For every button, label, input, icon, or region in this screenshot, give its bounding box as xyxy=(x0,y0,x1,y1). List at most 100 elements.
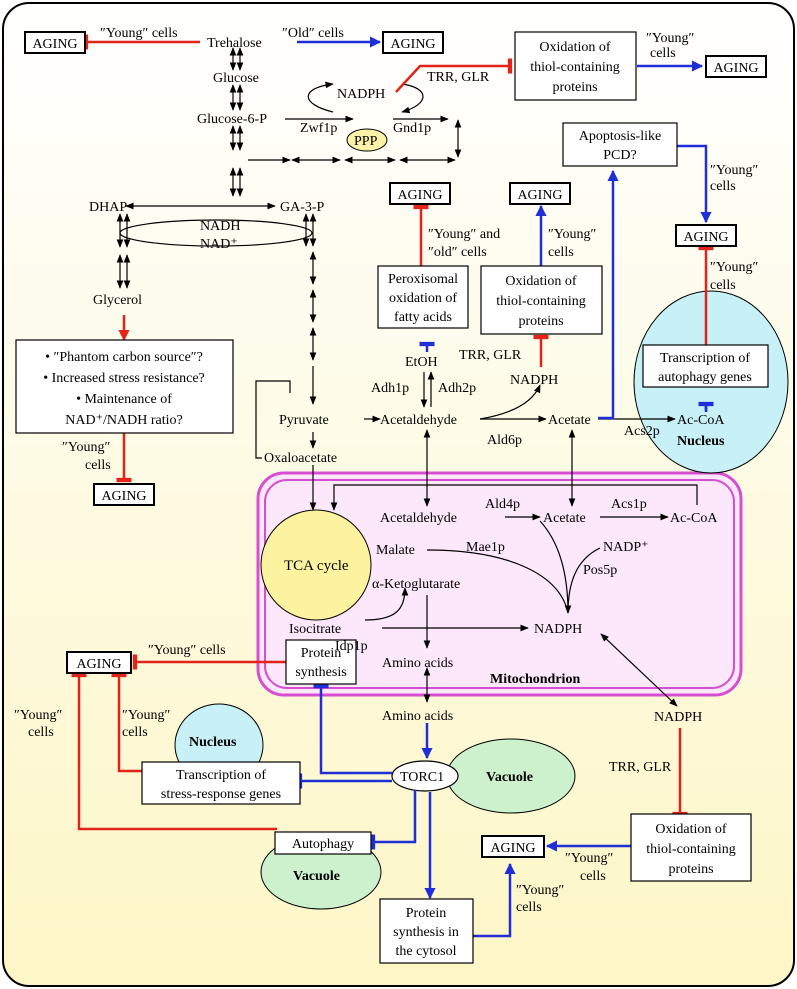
young-label: ″Young″ xyxy=(14,708,63,723)
oxidation-thiol-box-top xyxy=(514,31,637,101)
dhap-label: DHAP xyxy=(89,200,127,215)
acetate-label: Acetate xyxy=(548,413,591,428)
trehalose-label: Trehalose xyxy=(207,36,262,51)
peroxisomal-line: fatty acids xyxy=(394,310,452,325)
ald6p-label: Ald6p xyxy=(487,433,522,448)
transcription-autophagy-box xyxy=(642,344,769,388)
apoptosis-line: Apoptosis-like xyxy=(579,129,661,144)
nucleus-right-label: Nucleus xyxy=(677,434,725,449)
protein-synthesis-cytosol-line: Protein xyxy=(406,906,446,921)
transcription-autophagy-line: Transcription of xyxy=(660,351,750,366)
glycerol-effect-line: • ″Phantom carbon source″? xyxy=(45,350,203,365)
mito-acetaldehyde-label: Acetaldehyde xyxy=(380,511,457,526)
vacuole-right-label: Vacuole xyxy=(486,770,533,785)
glucose-label: Glucose xyxy=(213,71,259,86)
glycerol-label: Glycerol xyxy=(93,293,142,308)
apoptosis-line: PCD? xyxy=(603,148,636,163)
aging-label: AGING xyxy=(397,188,442,203)
transcription-stress-line: stress-response genes xyxy=(161,787,281,802)
aging-label: AGING xyxy=(517,188,562,203)
protein-synthesis-mito-line: synthesis xyxy=(295,665,346,680)
cells-label: cells xyxy=(710,278,736,293)
aging-box-trehalose-old xyxy=(382,31,444,54)
aging-label: AGING xyxy=(713,61,758,76)
trr-glr-labels: TRR, GLR TRR, GLR TRR, GLR xyxy=(427,70,672,775)
glycerol-effect-line: • Increased stress resistance? xyxy=(43,371,205,386)
peroxisomal-box xyxy=(377,265,469,329)
cytosol-nadph-label: NADPH xyxy=(654,710,702,725)
nadp-plus-label: NADP⁺ xyxy=(603,540,649,555)
protein-synthesis-mito-line: Protein xyxy=(301,646,341,661)
peroxisomal-line: Peroxisomal xyxy=(388,272,458,287)
protein-synthesis-cytosol-line: synthesis in xyxy=(393,925,459,940)
alpha-ketoglutarate-label: α-Ketoglutarate xyxy=(372,577,460,592)
compartment-labels: Nucleus Mitochondrion Nucleus Vacuole Va… xyxy=(189,434,725,884)
gnd1p-label: Gnd1p xyxy=(393,121,431,136)
autophagy-box xyxy=(274,831,372,855)
young-label: ″Young″ xyxy=(548,227,597,242)
trr-glr-label: TRR, GLR xyxy=(427,70,490,85)
oxidation-thiol-bottom-line: thiol-containing xyxy=(646,842,735,857)
glycerol-effects-box xyxy=(15,339,234,434)
young-label: ″Young″ xyxy=(646,31,695,46)
acs2p-label: Acs2p xyxy=(624,424,660,439)
vacuole-left-label: Vacuole xyxy=(293,869,340,884)
oxidation-thiol-box-bottom xyxy=(630,813,752,882)
cells-label: cells xyxy=(28,725,54,740)
oxidation-thiol-top-line: Oxidation of xyxy=(539,40,610,55)
aging-box-oxidation-mid xyxy=(509,182,571,205)
oxidation-thiol-bottom-line: proteins xyxy=(668,862,713,877)
pos5p-label: Pos5p xyxy=(583,563,617,578)
oxidation-thiol-top-line: proteins xyxy=(552,80,597,95)
cells-label: cells xyxy=(85,458,111,473)
young-label: ″Young″ xyxy=(710,163,759,178)
transcription-stress-line: Transcription of xyxy=(176,768,266,783)
cells-label: cells xyxy=(710,179,736,194)
mitochondrion-label: Mitochondrion xyxy=(490,672,580,687)
oxidation-thiol-top-line: thiol-containing xyxy=(530,60,619,75)
aging-box-apoptosis xyxy=(675,224,737,247)
cells-label: cells xyxy=(548,245,574,260)
aging-label: AGING xyxy=(490,841,535,856)
malate-label: Malate xyxy=(376,543,415,558)
mito-nadph-label: NADPH xyxy=(534,622,582,637)
cytosol-amino-acids-label: Amino acids xyxy=(382,709,453,724)
young-label: ″Young″ xyxy=(122,708,171,723)
aging-labels: AGING AGING AGING AGING AGING AGING AGIN… xyxy=(32,37,758,856)
mito-acetate-label: Acetate xyxy=(543,511,586,526)
nucleus-left-label: Nucleus xyxy=(189,735,237,750)
zwf1p-label: Zwf1p xyxy=(300,121,337,136)
aging-box-peroxisomal xyxy=(389,182,451,205)
cells-label: cells xyxy=(122,725,148,740)
glycerol-effect-line: NAD⁺/NADH ratio? xyxy=(65,413,182,428)
aging-box-trehalose-young xyxy=(24,31,86,54)
adh2p-label: Adh2p xyxy=(438,381,476,396)
protein-synthesis-mito-box xyxy=(285,639,357,685)
mae1p-label: Mae1p xyxy=(466,540,505,555)
glucose-6-p-label: Glucose-6-P xyxy=(197,112,267,127)
aging-label: AGING xyxy=(683,230,728,245)
aging-box-left xyxy=(66,651,132,674)
acetaldehyde-label: Acetaldehyde xyxy=(380,413,457,428)
cells-label: cells xyxy=(650,46,676,61)
ac-coa-label: Ac-CoA xyxy=(677,413,725,428)
glycerol-effect-line: • Maintenance of xyxy=(76,392,172,407)
trr-glr-label: TRR, GLR xyxy=(459,348,522,363)
aging-label: AGING xyxy=(32,37,77,52)
aging-box-top-right xyxy=(705,55,767,78)
nadph-ppp-label: NADPH xyxy=(337,87,385,102)
ppp-label: PPP xyxy=(354,134,378,149)
metabolite-labels: Trehalose Glucose Glucose-6-P NADPH DHAP… xyxy=(89,36,725,725)
transcription-autophagy-line: autophagy genes xyxy=(658,370,752,385)
cells-label: cells xyxy=(516,900,542,915)
protein-synthesis-cytosol-line: the cytosol xyxy=(395,944,456,959)
apoptosis-box xyxy=(562,122,678,167)
young-label: ″Young″ xyxy=(62,440,111,455)
aging-label: AGING xyxy=(101,489,146,504)
oxidation-thiol-mid-line: proteins xyxy=(518,314,563,329)
peroxisomal-line: oxidation of xyxy=(389,291,457,306)
adh1p-label: Adh1p xyxy=(371,381,409,396)
enzyme-labels: Zwf1p Gnd1p PPP Adh1p Adh2p Ald6p Acs2p … xyxy=(300,121,660,785)
young-label: ″Young″ xyxy=(565,851,614,866)
young-label: ″Young″ xyxy=(516,883,565,898)
